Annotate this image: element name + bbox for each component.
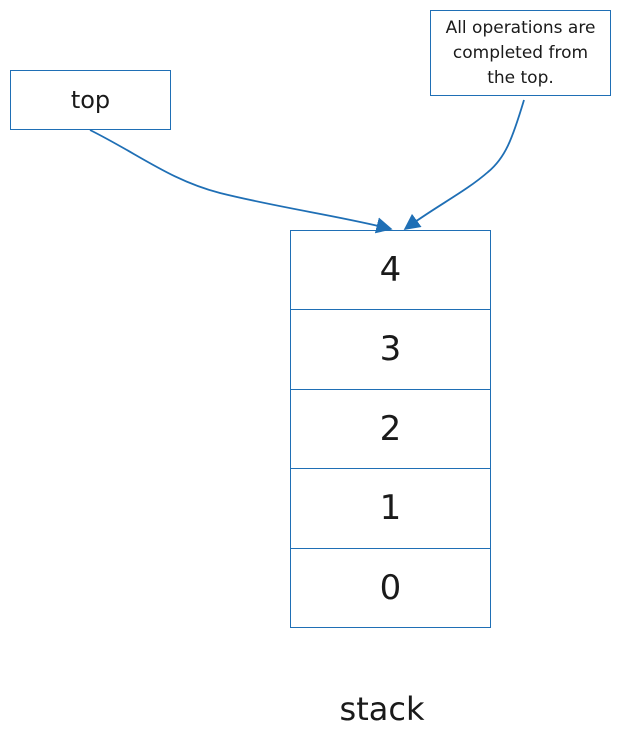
stack-cell: 3 <box>290 310 491 390</box>
stack-cell: 4 <box>290 230 491 310</box>
stack-label: stack <box>339 690 425 728</box>
stack-cell-value: 0 <box>379 567 402 608</box>
top-pointer-box: top <box>10 70 171 130</box>
stack-container: 4 3 2 1 0 <box>290 230 491 628</box>
stack-cell: 2 <box>290 389 491 469</box>
stack-cell-value: 2 <box>379 408 402 449</box>
top-pointer-label: top <box>70 86 111 114</box>
stack-cell: 0 <box>290 548 491 628</box>
stack-cell-value: 3 <box>379 329 402 370</box>
note-pointer-arrow <box>403 99 525 230</box>
top-pointer-arrow <box>89 129 393 234</box>
stack-cell-value: 1 <box>379 488 402 529</box>
note-text: All operations are completed from the to… <box>445 17 596 88</box>
stack-cell-value: 4 <box>379 250 402 290</box>
note-callout: All operations are completed from the to… <box>430 10 611 96</box>
stack-cell: 1 <box>290 469 491 549</box>
